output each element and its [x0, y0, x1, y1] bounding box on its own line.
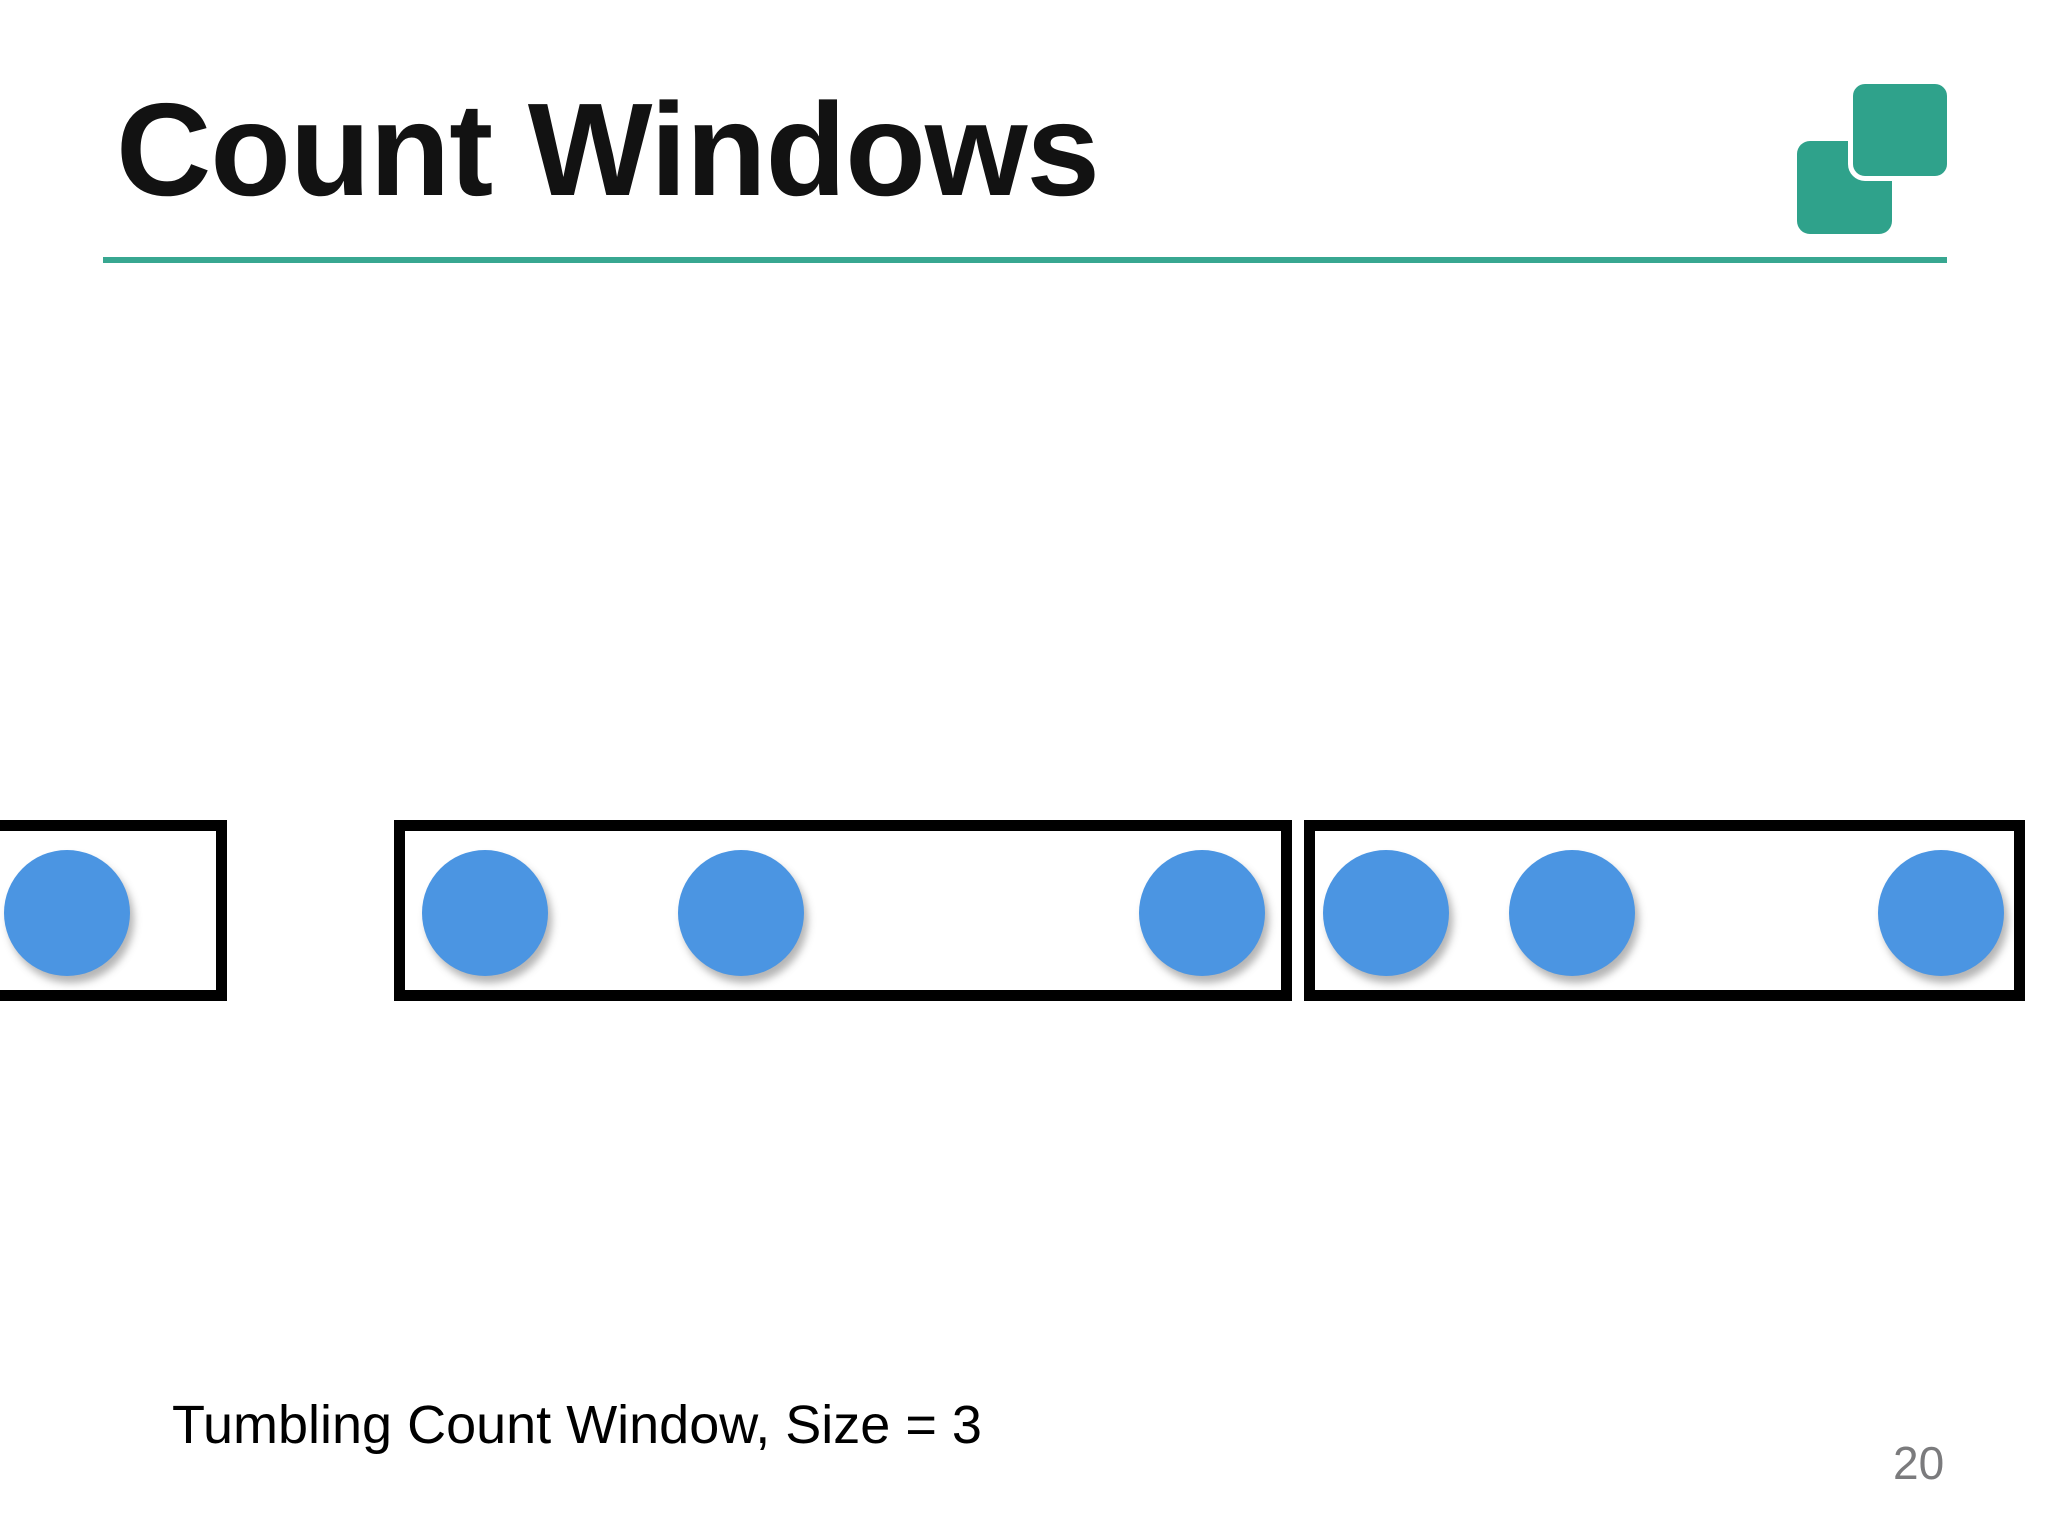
event-circle: [1878, 850, 2004, 976]
event-circle: [678, 850, 804, 976]
event-circle: [1509, 850, 1635, 976]
event-circle: [4, 850, 130, 976]
event-circle: [1139, 850, 1265, 976]
page-number: 20: [1893, 1437, 1945, 1489]
event-circle: [1323, 850, 1449, 976]
count-window-2: [394, 820, 1292, 1001]
count-window-3: [1304, 820, 2025, 1001]
overlapping-squares-icon: [1790, 70, 1960, 240]
title-underline-rule: [103, 257, 1947, 263]
diagram-caption: Tumbling Count Window, Size = 3: [172, 1395, 982, 1455]
event-circle: [422, 850, 548, 976]
front-square-shape: [1848, 79, 1952, 181]
slide-title: Count Windows: [116, 76, 1100, 223]
count-window-1: [0, 820, 227, 1001]
